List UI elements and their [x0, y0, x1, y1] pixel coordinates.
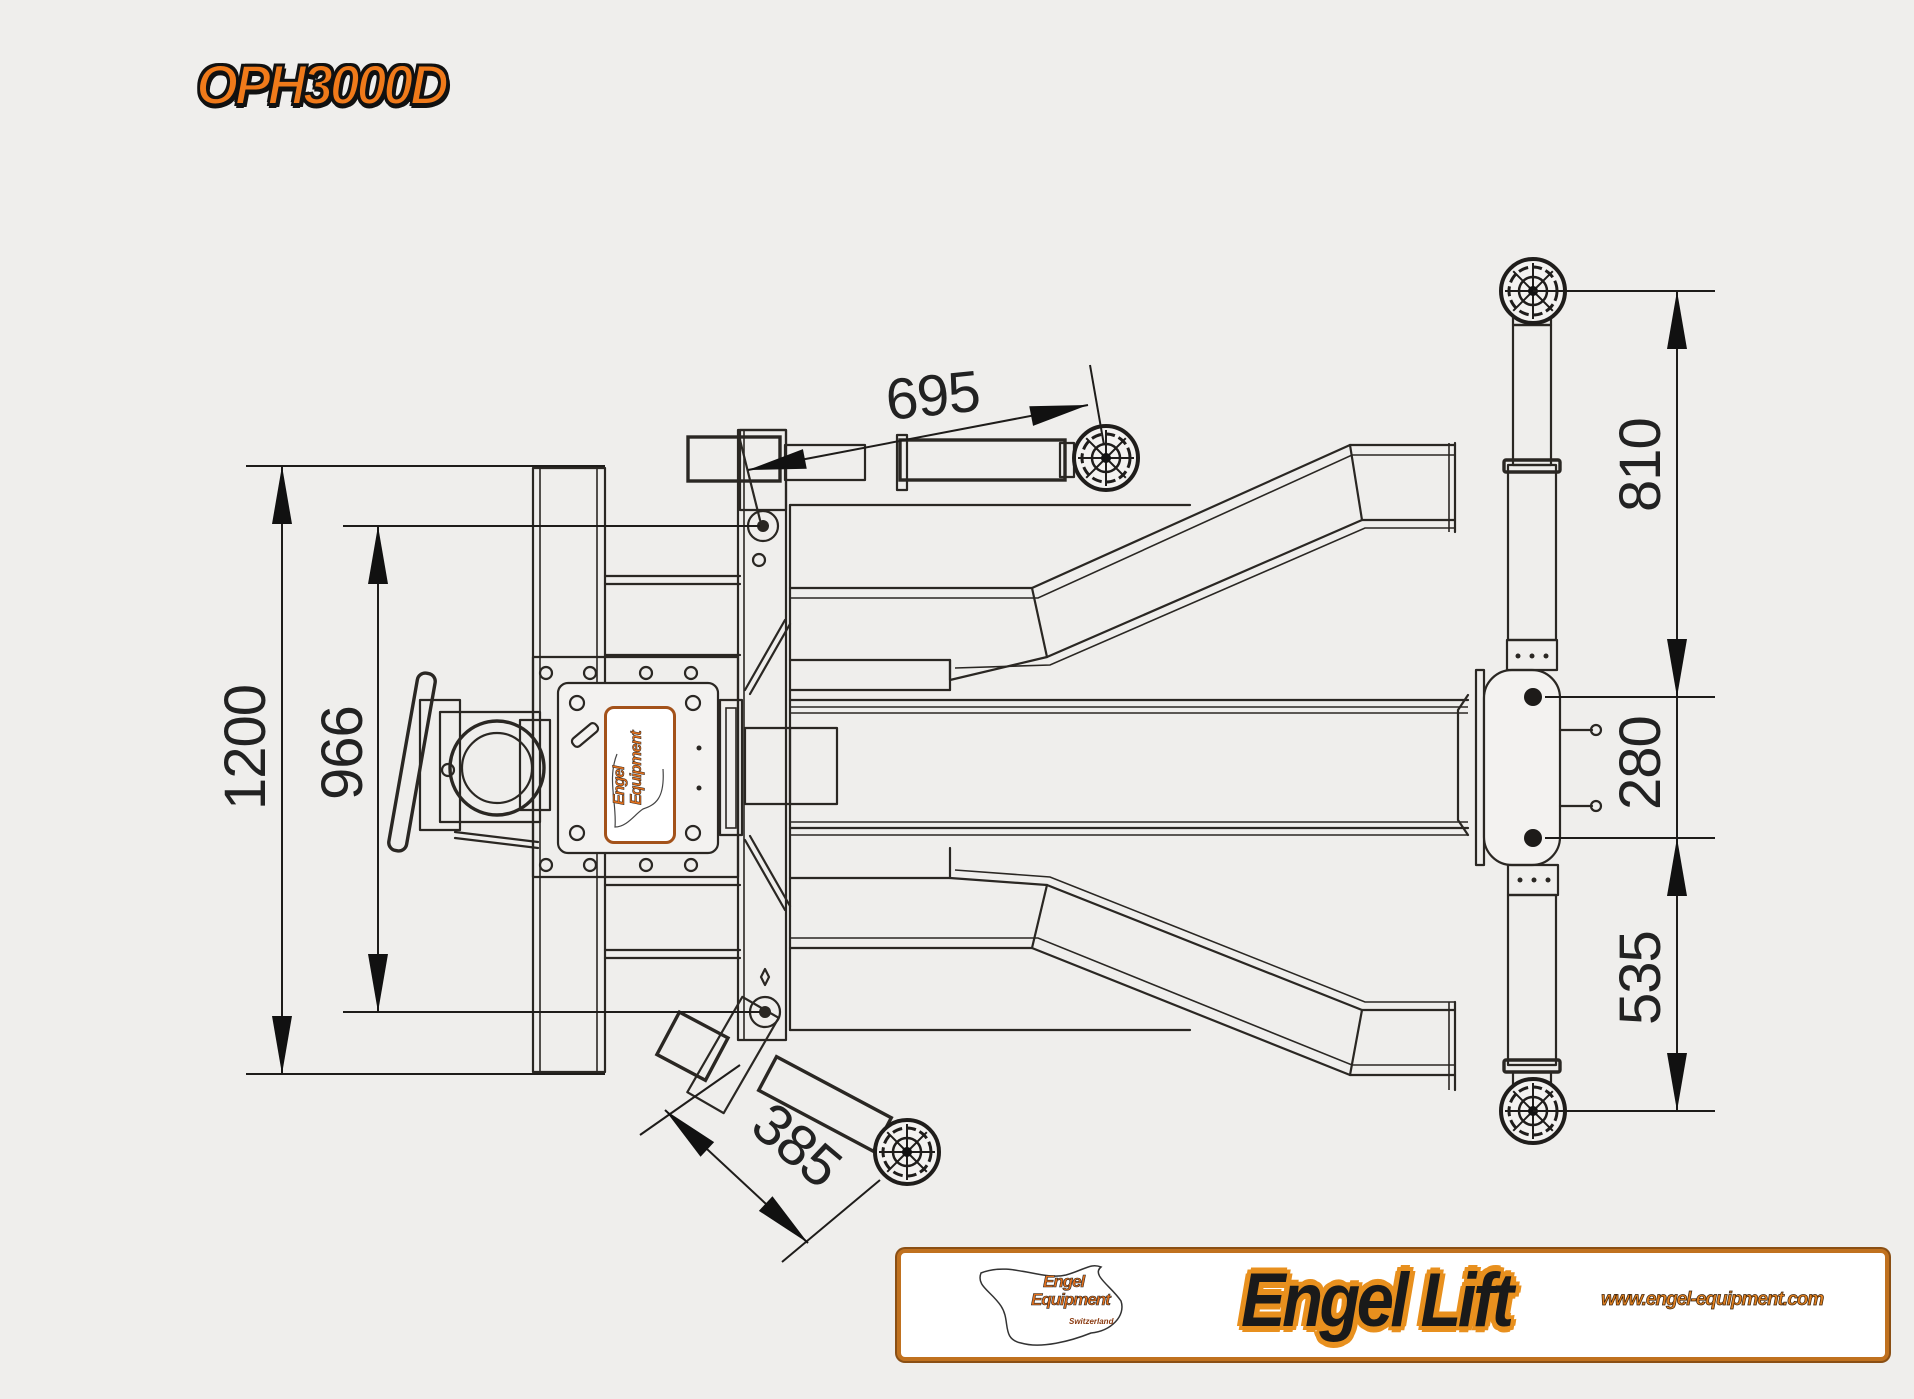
dimension-arrowhead [758, 1196, 808, 1243]
footer-logo-sub: Switzerland [1069, 1317, 1114, 1326]
plate-logo-swoosh [611, 753, 664, 828]
dimension-arrowhead [368, 526, 388, 584]
footer-banner: Engel Equipment Switzerland Engel Lift w… [897, 1249, 1889, 1361]
company-logo-swoosh [979, 1264, 1123, 1346]
dimension-arrowhead [1667, 1053, 1687, 1111]
brand-name: Engel Lift [1241, 1258, 1514, 1343]
upper-bent-arm [788, 441, 1457, 692]
dimension-arrowhead [1667, 639, 1687, 697]
footer-logo-line2: Equipment [1031, 1290, 1111, 1309]
footer-logo-line1: Engel [1043, 1272, 1086, 1291]
dim-966-label: 966 [310, 706, 375, 800]
dimension-arrowhead [665, 1110, 715, 1157]
plate-logo-line1: Engel [611, 766, 629, 805]
caster-lower-leg-icon [873, 1118, 941, 1186]
model-title: OPH3000D [196, 52, 450, 117]
bolt-holes [538, 665, 702, 873]
dim-1200-label: 1200 [213, 685, 278, 810]
plate-logo-line2: Equipment [628, 731, 646, 805]
plate-logo-text: Engel Equipment [611, 731, 646, 805]
dim-280-label: 280 [1608, 716, 1673, 810]
plate-logo-sticker: Engel Equipment [604, 706, 676, 844]
dim-385-label: 385 [740, 1090, 854, 1200]
dimension-arrowhead [272, 1016, 292, 1074]
dimension-arrowhead [748, 449, 807, 470]
dimension-arrowhead [1667, 838, 1687, 896]
center-beam [743, 698, 1470, 836]
footer-company-logo: Engel Equipment Switzerland [971, 1261, 1141, 1351]
dimension-arrowhead [1667, 291, 1687, 349]
dim-810-label: 810 [1608, 418, 1673, 512]
upper-leg [686, 428, 1076, 568]
dimension-arrowhead [272, 466, 292, 524]
saddle-assembly [387, 671, 552, 853]
lower-bent-arm [788, 846, 1457, 1092]
dimension-arrowhead [1029, 405, 1088, 426]
website-link[interactable]: www.engel-equipment.com [1601, 1289, 1825, 1311]
caster-upper-leg-icon [1072, 424, 1140, 492]
dim-695-label: 695 [883, 358, 983, 432]
dimension-arrows [272, 291, 1687, 1243]
caster-rear-bottom-icon [1499, 1077, 1567, 1145]
dim-535-label: 535 [1608, 931, 1673, 1025]
dimension-arrowhead [368, 954, 388, 1012]
rear-axle [1456, 308, 1603, 1092]
